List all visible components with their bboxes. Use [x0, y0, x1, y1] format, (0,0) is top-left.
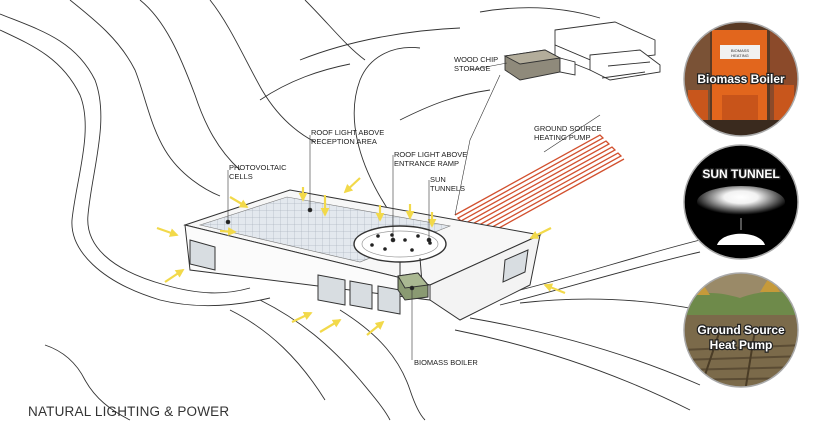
label-wood-chip: WOOD CHIP STORAGE [454, 55, 498, 73]
svg-text:ROOF LIGHT ABOVE: ROOF LIGHT ABOVE [311, 128, 384, 137]
svg-text:WOOD CHIP: WOOD CHIP [454, 55, 498, 64]
svg-text:BIOMASS: BIOMASS [731, 48, 750, 53]
ground-source-leader [543, 114, 601, 153]
svg-text:CELLS: CELLS [229, 172, 253, 181]
sun-tunnel-dots [370, 233, 432, 252]
svg-text:STORAGE: STORAGE [454, 64, 491, 73]
svg-text:HEATING: HEATING [731, 53, 748, 58]
svg-text:ENTRANCE RAMP: ENTRANCE RAMP [394, 159, 459, 168]
terrain-lines [0, 0, 701, 421]
ground-source-photo: Ground Source Heat Pump [683, 272, 799, 388]
svg-text:HEATING PUMP: HEATING PUMP [534, 133, 591, 142]
light-arrows [156, 177, 566, 336]
label-ground-source-pump: GROUND SOURCE HEATING PUMP [534, 124, 602, 142]
svg-text:GROUND SOURCE: GROUND SOURCE [534, 124, 602, 133]
svg-text:PHOTOVOLTAIC: PHOTOVOLTAIC [229, 163, 287, 172]
svg-text:SUN TUNNEL: SUN TUNNEL [702, 167, 779, 181]
leader-lines [225, 62, 508, 360]
label-photovoltaic: PHOTOVOLTAIC CELLS [229, 163, 287, 181]
diagram-caption: NATURAL LIGHTING & POWER [28, 404, 230, 419]
svg-text:TUNNELS: TUNNELS [430, 184, 465, 193]
sun-tunnel-photo: SUN TUNNEL [683, 144, 799, 260]
svg-text:RECEPTION AREA: RECEPTION AREA [311, 137, 377, 146]
building [183, 189, 542, 321]
svg-text:SUN: SUN [430, 175, 446, 184]
biomass-boiler-photo: BIOMASS HEATING Biomass Boiler [683, 21, 799, 137]
svg-text:Ground Source: Ground Source [697, 323, 785, 337]
label-sun-tunnels: SUN TUNNELS [430, 175, 465, 193]
svg-text:Heat Pump: Heat Pump [710, 338, 773, 352]
label-roof-light-ramp: ROOF LIGHT ABOVE ENTRANCE RAMP [394, 150, 467, 168]
outbuildings [503, 21, 661, 81]
label-biomass-boiler: BIOMASS BOILER [414, 358, 478, 367]
label-roof-light-reception: ROOF LIGHT ABOVE RECEPTION AREA [311, 128, 384, 146]
svg-text:ROOF LIGHT ABOVE: ROOF LIGHT ABOVE [394, 150, 467, 159]
svg-text:Biomass Boiler: Biomass Boiler [697, 72, 785, 86]
